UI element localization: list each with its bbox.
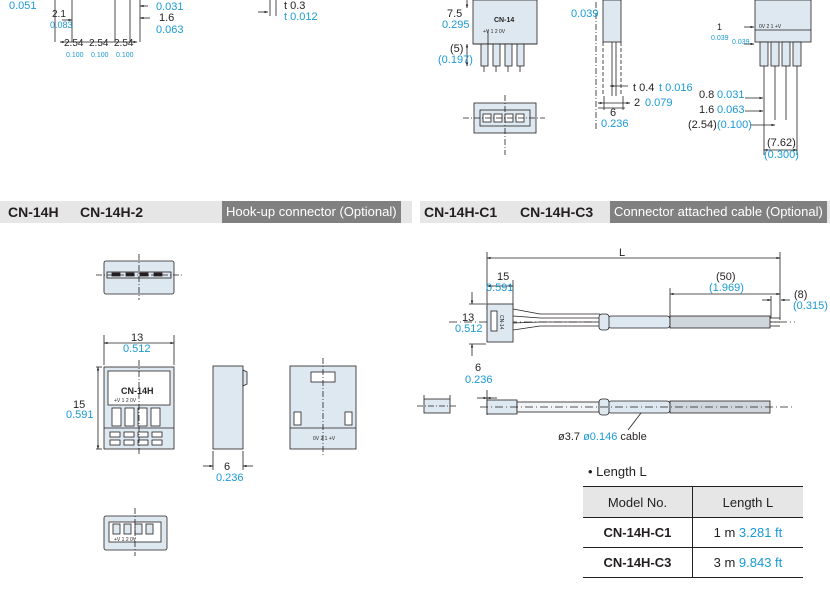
dim-cable-13-in: 0.512 bbox=[455, 323, 483, 335]
dim-cable-50-in: (1.969) bbox=[709, 282, 744, 294]
section-bar-cable: CN-14H-C1 CN-14H-C3 Connector attached c… bbox=[420, 201, 830, 223]
cable-top-body bbox=[486, 303, 780, 343]
connector-label: CN-14H bbox=[121, 386, 154, 396]
col-length: Length L bbox=[691, 486, 803, 518]
part-cn14h-c1: CN-14H-C1 bbox=[424, 204, 498, 220]
dim-height-mm: 15 bbox=[73, 399, 85, 411]
length-m: 1 m bbox=[713, 525, 736, 540]
top-drawing-c bbox=[463, 0, 545, 155]
part-cn14h-c3: CN-14H-C3 bbox=[520, 204, 594, 220]
top-drawing-a bbox=[54, 0, 150, 44]
tag-connector-cable: Connector attached cable (Optional) bbox=[610, 201, 827, 223]
dim-c-d1-in: 0.295 bbox=[442, 19, 470, 31]
dim-a-pitch1: 2.54 bbox=[64, 38, 84, 49]
top-drawing-b bbox=[258, 0, 277, 16]
dim-a-pitch1-in: 0.100 bbox=[66, 52, 84, 59]
cable-side-view bbox=[417, 390, 795, 431]
dim-e-d1-mm: 1 bbox=[717, 22, 722, 32]
dim-depth-in: 0.236 bbox=[216, 472, 244, 484]
cable-length-L: L bbox=[619, 247, 625, 259]
dim-cable-13-mm: 13 bbox=[462, 312, 474, 324]
dim-a-d4-in: 0.063 bbox=[156, 24, 184, 36]
dim-a-d1-in: 0.051 bbox=[9, 0, 37, 12]
dim-width-in: 0.512 bbox=[123, 343, 151, 355]
connector-top-view bbox=[96, 254, 182, 300]
col-model: Model No. bbox=[583, 486, 693, 518]
connector-bottom-view bbox=[103, 508, 168, 556]
section-bar-hookup: CN-14H CN-14H-2 Hook-up connector (Optio… bbox=[0, 201, 412, 223]
dim-c-d2-in: (0.197) bbox=[438, 54, 473, 66]
dim-d-t-mm: t 0.4 bbox=[633, 82, 654, 94]
dim-e-d1b-in: 0.039 bbox=[732, 39, 750, 46]
tag-hookup-connector: Hook-up connector (Optional) bbox=[222, 201, 401, 223]
length-ft: 9.843 ft bbox=[738, 555, 783, 570]
length-m: 3 m bbox=[713, 555, 736, 570]
connector-front-view bbox=[96, 335, 175, 455]
dim-e-d4-mm: (2.54) bbox=[688, 119, 717, 131]
dim-b-t-in: t 0.012 bbox=[284, 11, 318, 23]
connector-side-view bbox=[203, 365, 253, 470]
dim-b-t-mm: t 0.3 bbox=[284, 0, 305, 12]
cable-conn-label: CN-14 bbox=[498, 315, 504, 330]
table-row: CN-14H-C1 1 m 3.281 ft bbox=[583, 517, 803, 548]
dim-e-d2-mm: 0.8 bbox=[699, 89, 714, 101]
dim-c-d1-mm: 7.5 bbox=[447, 8, 462, 20]
dim-e-d1-in: 0.039 bbox=[711, 35, 729, 42]
dim-width-mm: 13 bbox=[131, 332, 143, 344]
conn-c-label: CN-14 bbox=[494, 17, 514, 24]
dim-e-d4-in: (0.100) bbox=[717, 119, 752, 131]
dim-d-t-in: t 0.016 bbox=[659, 82, 693, 94]
dim-e-d3-mm: 1.6 bbox=[699, 104, 714, 116]
dim-e-d5-mm: (7.62) bbox=[767, 137, 796, 149]
dim-d-d2-in: 0.079 bbox=[645, 97, 673, 109]
dim-cable-8-mm: (8) bbox=[794, 289, 807, 301]
dim-cable-15-in: 0.591 bbox=[486, 282, 514, 294]
length-ft: 3.281 ft bbox=[738, 525, 783, 540]
connector-pins-back: 0V 2 1 +V bbox=[313, 436, 336, 442]
dim-cable-6-in: 0.236 bbox=[465, 374, 493, 386]
connector-rear-view bbox=[289, 358, 357, 455]
length-table-heading: • Length L bbox=[588, 464, 647, 479]
dim-d-d3-in: 0.236 bbox=[601, 118, 629, 130]
part-cn14h-2: CN-14H-2 bbox=[80, 204, 144, 220]
dim-a-d2-mm: 2.1 bbox=[52, 9, 66, 20]
cable-diameter: ø3.7 ø0.146 cable bbox=[558, 431, 647, 443]
connector-pins-front: +V 1 2 0V bbox=[114, 398, 137, 404]
dim-a-d3-in: 0.031 bbox=[156, 1, 184, 13]
top-drawing-e bbox=[744, 0, 812, 155]
length-cell: 1 m 3.281 ft bbox=[691, 517, 803, 548]
dim-height-in: 0.591 bbox=[66, 409, 94, 421]
dim-a-pitch3: 2.54 bbox=[114, 38, 134, 49]
connector-pins-bottom: +V 1 2 0V bbox=[114, 537, 137, 543]
conn-c-pins: +V 1 2 0V bbox=[483, 29, 506, 35]
dim-a-pitch3-in: 0.100 bbox=[116, 52, 134, 59]
dim-a-d4-mm: 1.6 bbox=[159, 12, 174, 24]
dim-a-d2-in: 0.083 bbox=[50, 20, 73, 30]
dim-cable-50-mm: (50) bbox=[716, 271, 736, 283]
part-cn14h: CN-14H bbox=[8, 204, 59, 220]
dim-d-d3-mm: 6 bbox=[610, 107, 616, 119]
top-drawing-d bbox=[595, 0, 631, 130]
dim-depth-mm: 6 bbox=[224, 461, 230, 473]
table-row: CN-14H-C3 3 m 9.843 ft bbox=[583, 547, 803, 578]
dim-e-d3-in: 0.063 bbox=[717, 104, 745, 116]
dim-e-d5-in: (0.300) bbox=[764, 149, 799, 161]
conn-e-pins: 0V 2 1 +V bbox=[759, 24, 782, 30]
dim-cable-8-in: (0.315) bbox=[793, 300, 828, 312]
dim-d-d1-in: 0.039 bbox=[571, 8, 599, 20]
length-table: Model No. Length L CN-14H-C1 1 m 3.281 f… bbox=[583, 486, 803, 578]
dim-cable-6-mm: 6 bbox=[475, 362, 481, 374]
dim-e-d2-in: 0.031 bbox=[717, 89, 745, 101]
dim-d-d2-mm: 2 bbox=[634, 97, 640, 109]
length-cell: 3 m 9.843 ft bbox=[691, 547, 803, 578]
dim-a-pitch2: 2.54 bbox=[89, 38, 109, 49]
dim-a-pitch2-in: 0.100 bbox=[91, 52, 109, 59]
model-cell: CN-14H-C3 bbox=[583, 547, 693, 578]
model-cell: CN-14H-C1 bbox=[583, 517, 693, 548]
dim-c-d2-mm: (5) bbox=[450, 43, 463, 55]
dim-cable-15-mm: 15 bbox=[497, 271, 509, 283]
